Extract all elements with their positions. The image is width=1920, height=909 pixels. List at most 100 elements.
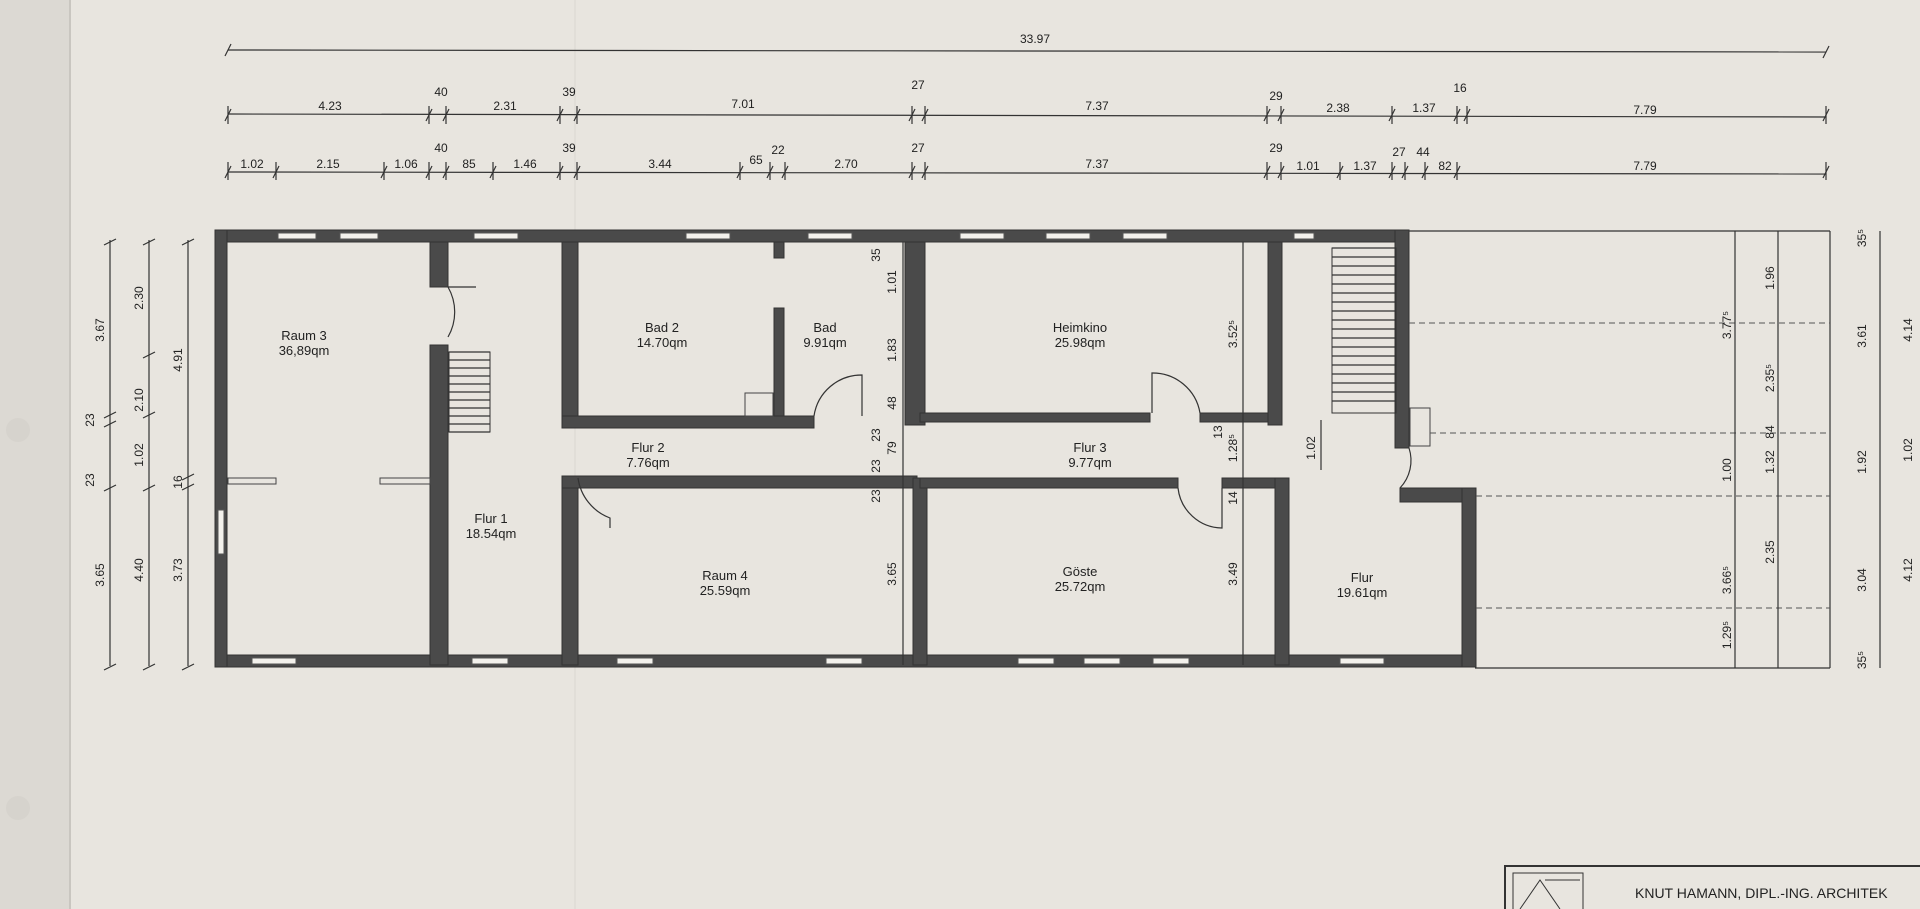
dimension-label-row3: 2.15 (316, 157, 340, 171)
room-name: Heimkino (1053, 320, 1107, 335)
right-dimension-label: 1.00 (1720, 458, 1734, 482)
interior-details (227, 392, 1431, 485)
right-dimension-label: 3.77⁵ (1720, 311, 1734, 339)
dimension-label-row2: 39 (562, 85, 576, 99)
right-dimension-label: 2.35 (1763, 540, 1777, 564)
right-dimension-label: 35⁵ (1855, 651, 1869, 669)
windows (217, 232, 1385, 665)
room-area: 25.72qm (1055, 579, 1106, 594)
dimension-label-row3: 40 (434, 141, 448, 155)
overall-dimension: 33.97 (1020, 32, 1050, 46)
top-dimension-lines (224, 43, 1830, 180)
punch-hole (6, 418, 30, 442)
left-dimension-inner: 3.73 (171, 558, 185, 582)
left-dimension-lines (103, 238, 195, 671)
inner-dimension-label: 14 (1226, 491, 1240, 505)
dimension-label-row2: 29 (1269, 89, 1283, 103)
inner-dimension-label: 23 (869, 428, 883, 442)
right-dimension-label: 1.96 (1763, 266, 1777, 290)
room-name: Flur 2 (631, 440, 664, 455)
dimension-label-row2: 7.79 (1633, 103, 1657, 117)
staircase (448, 247, 1397, 433)
right-dimension-label: 4.12 (1901, 558, 1915, 582)
title-block: KNUT HAMANN, DIPL.-ING. ARCHITEK (1504, 865, 1920, 909)
inner-dimension-label: 3.49 (1226, 562, 1240, 586)
dimension-label-row3: 1.02 (240, 157, 264, 171)
room-name: Flur (1351, 570, 1374, 585)
dimension-label-row3: 1.46 (513, 157, 537, 171)
dimension-label-row3: 22 (771, 143, 785, 157)
dimension-label-row2: 27 (911, 78, 925, 92)
room-area: 36,89qm (279, 343, 330, 358)
right-dimension-label: 84 (1763, 425, 1777, 439)
dimension-label-row3: 1.37 (1353, 159, 1377, 173)
inner-dimension-label: 1.83 (885, 338, 899, 362)
architect-name: KNUT HAMANN, DIPL.-ING. ARCHITEK (1635, 885, 1888, 901)
dimension-label-row3: 7.37 (1085, 157, 1109, 171)
left-dimension-outer: 23 (83, 473, 97, 487)
inner-dimension-lines (902, 242, 1322, 665)
left-dimension-inner: 16 (171, 475, 185, 489)
inner-dimension-label: 48 (885, 396, 899, 410)
dimension-label-row3: 7.79 (1633, 159, 1657, 173)
room-name: Bad 2 (645, 320, 679, 335)
room-name: Flur 1 (474, 511, 507, 526)
right-dimension-label: 4.14 (1901, 318, 1915, 342)
right-dimension-label: 1.02 (1901, 438, 1915, 462)
dimension-label-row3: 2.70 (834, 157, 858, 171)
dimension-label-row2: 4.23 (318, 99, 342, 113)
room-area: 9.77qm (1068, 455, 1111, 470)
inner-dimension-label: 3.52⁵ (1226, 320, 1240, 348)
dimension-label-row3: 3.44 (648, 157, 672, 171)
right-dimension-label: 2.35⁵ (1763, 364, 1777, 392)
dimension-label-row3: 44 (1416, 145, 1430, 159)
room-name: Flur 3 (1073, 440, 1106, 455)
right-dimension-label: 35⁵ (1855, 229, 1869, 247)
inner-dimension-label: 23 (869, 489, 883, 503)
dimension-label-row3: 1.01 (1296, 159, 1320, 173)
left-dimension-outer: 3.67 (93, 318, 107, 342)
left-dimension-mid: 2.30 (132, 286, 146, 310)
dimension-label-row3: 65 (749, 153, 763, 167)
room-area: 14.70qm (637, 335, 688, 350)
room-area: 19.61qm (1337, 585, 1388, 600)
room-name: Bad (813, 320, 836, 335)
inner-dimension-label: 35 (869, 248, 883, 262)
room-name: Raum 4 (702, 568, 748, 583)
inner-dimension-label: 3.65 (885, 562, 899, 586)
dimension-label-row3: 1.06 (394, 157, 418, 171)
room-name: Göste (1063, 564, 1098, 579)
walls (214, 229, 1477, 668)
left-dimension-mid: 2.10 (132, 388, 146, 412)
dimension-label-row3: 27 (911, 141, 925, 155)
dimension-label-row3: 39 (562, 141, 576, 155)
room-name: Raum 3 (281, 328, 327, 343)
inner-dimension-label: 13 (1211, 425, 1225, 439)
left-dimension-inner: 4.91 (171, 348, 185, 372)
right-dimension-label: 1.29⁵ (1720, 621, 1734, 649)
punch-hole (6, 796, 30, 820)
room-area: 25.59qm (700, 583, 751, 598)
left-dimension-mid: 4.40 (132, 558, 146, 582)
left-dimension-outer: 3.65 (93, 563, 107, 587)
inner-dimension-label: 1.01 (885, 270, 899, 294)
inner-dimension-label: 1.02 (1304, 436, 1318, 460)
dimension-label-row2: 2.31 (493, 99, 517, 113)
inner-dimension-label: 1.28⁵ (1226, 434, 1240, 462)
room-area: 18.54qm (466, 526, 517, 541)
dimension-label-row3: 85 (462, 157, 476, 171)
right-dimension-label: 3.61 (1855, 324, 1869, 348)
doors (447, 286, 1412, 529)
dimension-label-row2: 7.37 (1085, 99, 1109, 113)
right-dimension-label: 1.32 (1763, 450, 1777, 474)
dimension-label-row3: 82 (1438, 159, 1452, 173)
dimension-label-row3: 29 (1269, 141, 1283, 155)
room-area: 25.98qm (1055, 335, 1106, 350)
dimension-label-row2: 2.38 (1326, 101, 1350, 115)
room-area: 9.91qm (803, 335, 846, 350)
inner-dimension-label: 79 (885, 441, 899, 455)
right-dimension-label: 3.04 (1855, 568, 1869, 592)
right-extension (1409, 230, 1881, 669)
